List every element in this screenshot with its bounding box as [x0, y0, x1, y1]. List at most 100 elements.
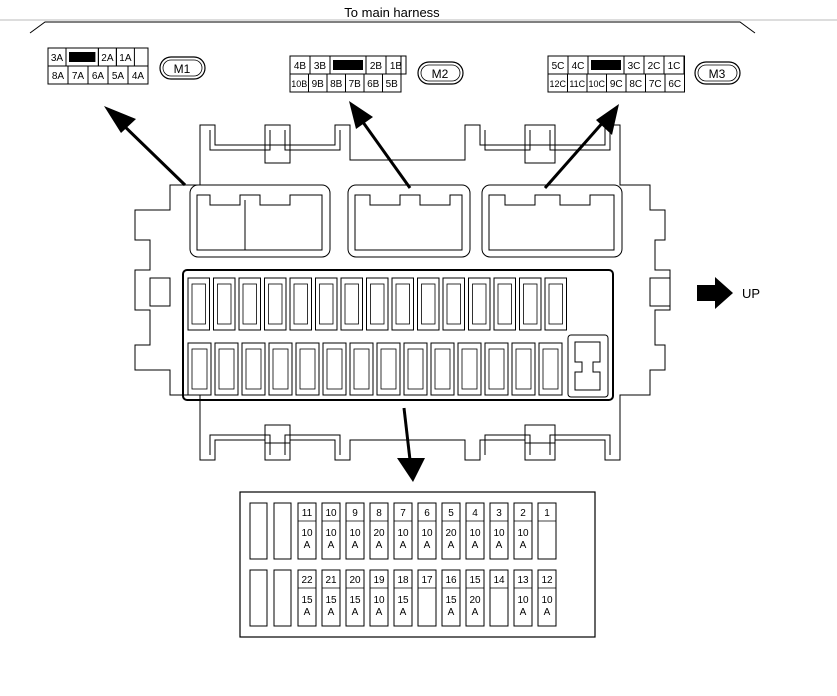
arrow-fuse-layout [397, 407, 425, 482]
connector-m3-badge: M3 [694, 61, 741, 85]
connector-pin-label: 3A [51, 53, 64, 64]
socket-m3 [481, 184, 623, 258]
fuse-slot: 2 10A [513, 502, 533, 560]
connector-pin-label: 1C [668, 61, 681, 72]
fuse-cavity [214, 342, 239, 396]
fuse-amperage: 10 [397, 528, 409, 539]
fuse-number: 21 [325, 575, 337, 586]
fuse-number: 2 [520, 508, 526, 519]
fuse-block-housing [134, 124, 671, 461]
fuse-unit: A [520, 607, 527, 618]
fuse-unit: A [448, 540, 455, 551]
connector-pin-label: 7C [649, 79, 662, 90]
fuse-number: 17 [421, 575, 433, 586]
fuse-cavity [295, 342, 320, 396]
fuse-cavity [376, 342, 401, 396]
fuse-number: 8 [376, 508, 382, 519]
fuse-amperage: 15 [325, 595, 337, 606]
fuse-amperage: 10 [541, 595, 553, 606]
fuse-number: 9 [352, 508, 358, 519]
fuse-layout-panel: 1110A1010A910A820A710A610A520A410A310A21… [239, 491, 596, 638]
fuse-amperage: 10 [517, 528, 529, 539]
fuse-amperage: 20 [469, 595, 481, 606]
connector-pin-label: 4B [294, 61, 307, 72]
fuse-cavity [468, 277, 491, 331]
harness-bracket [29, 21, 756, 34]
socket-m1 [189, 184, 331, 258]
fuse-cavity [264, 277, 287, 331]
fuse-unit: A [424, 540, 431, 551]
fuse-number: 10 [325, 508, 337, 519]
fuse-slot: 1 [537, 502, 557, 560]
fuse-number: 4 [472, 508, 478, 519]
fuse-number: 19 [373, 575, 385, 586]
fuse-number: 22 [301, 575, 313, 586]
fuse-number: 13 [517, 575, 529, 586]
connector-m3-label: M3 [709, 67, 726, 81]
fuse-puller [567, 334, 609, 398]
fuse-cavity [268, 342, 293, 396]
fuse-cavity [391, 277, 414, 331]
connector-pin-label: 1A [119, 53, 132, 64]
arrow-m3 [543, 104, 619, 189]
fuse-amperage: 15 [397, 595, 409, 606]
fuse-number: 5 [448, 508, 454, 519]
connector-pin-label: 9B [312, 79, 325, 90]
fuse-cavity [538, 342, 563, 396]
fuse-slot: 14 [489, 569, 509, 627]
connector-m2-label: M2 [432, 67, 449, 81]
connector-pin-label: 5A [112, 71, 125, 82]
fuse-unit: A [520, 540, 527, 551]
fuse-number: 15 [469, 575, 481, 586]
fuse-cavity [493, 277, 516, 331]
connector-pin-label: 4A [132, 71, 145, 82]
socket-m2 [347, 184, 471, 258]
fuse-amperage: 10 [301, 528, 313, 539]
connector-pin-label: 5B [386, 79, 399, 90]
connector-pin-label: 6C [668, 79, 681, 90]
fuse-cavity-field [182, 269, 614, 401]
fuse-cavity [289, 277, 312, 331]
connector-pin-label: 3B [314, 61, 327, 72]
fuse-unit: A [400, 607, 407, 618]
fuse-slot: 15 20A [465, 569, 485, 627]
connector-pin-label: 2C [648, 61, 661, 72]
fuse-unit: A [472, 607, 479, 618]
fuse-amperage: 10 [325, 528, 337, 539]
fuse-unit: A [400, 540, 407, 551]
fuse-amperage: 10 [517, 595, 529, 606]
connector-pin-label: 11C [569, 79, 585, 89]
fuse-cavity [403, 342, 428, 396]
fuse-number: 20 [349, 575, 361, 586]
fuse-slot: 17 [417, 569, 437, 627]
fuse-number: 14 [493, 575, 505, 586]
connector-pin-label: 4C [572, 61, 585, 72]
fuse-row-top: 1110A1010A910A820A710A610A520A410A310A21… [297, 502, 557, 560]
fuse-cavity [417, 277, 440, 331]
fuse-unit: A [304, 540, 311, 551]
connector-m1-label: M1 [174, 62, 191, 76]
fuse-number: 1 [544, 508, 550, 519]
fuse-cavity [442, 277, 465, 331]
connector-pin-label: 1B [390, 61, 403, 72]
fuse-unit: A [472, 540, 479, 551]
fuse-unit: A [328, 540, 335, 551]
fuse-cavity [511, 342, 536, 396]
fuse-unit: A [352, 540, 359, 551]
fuse-unit: A [496, 540, 503, 551]
arrow-m2 [349, 101, 412, 189]
connector-pin-label: 8B [330, 79, 343, 90]
